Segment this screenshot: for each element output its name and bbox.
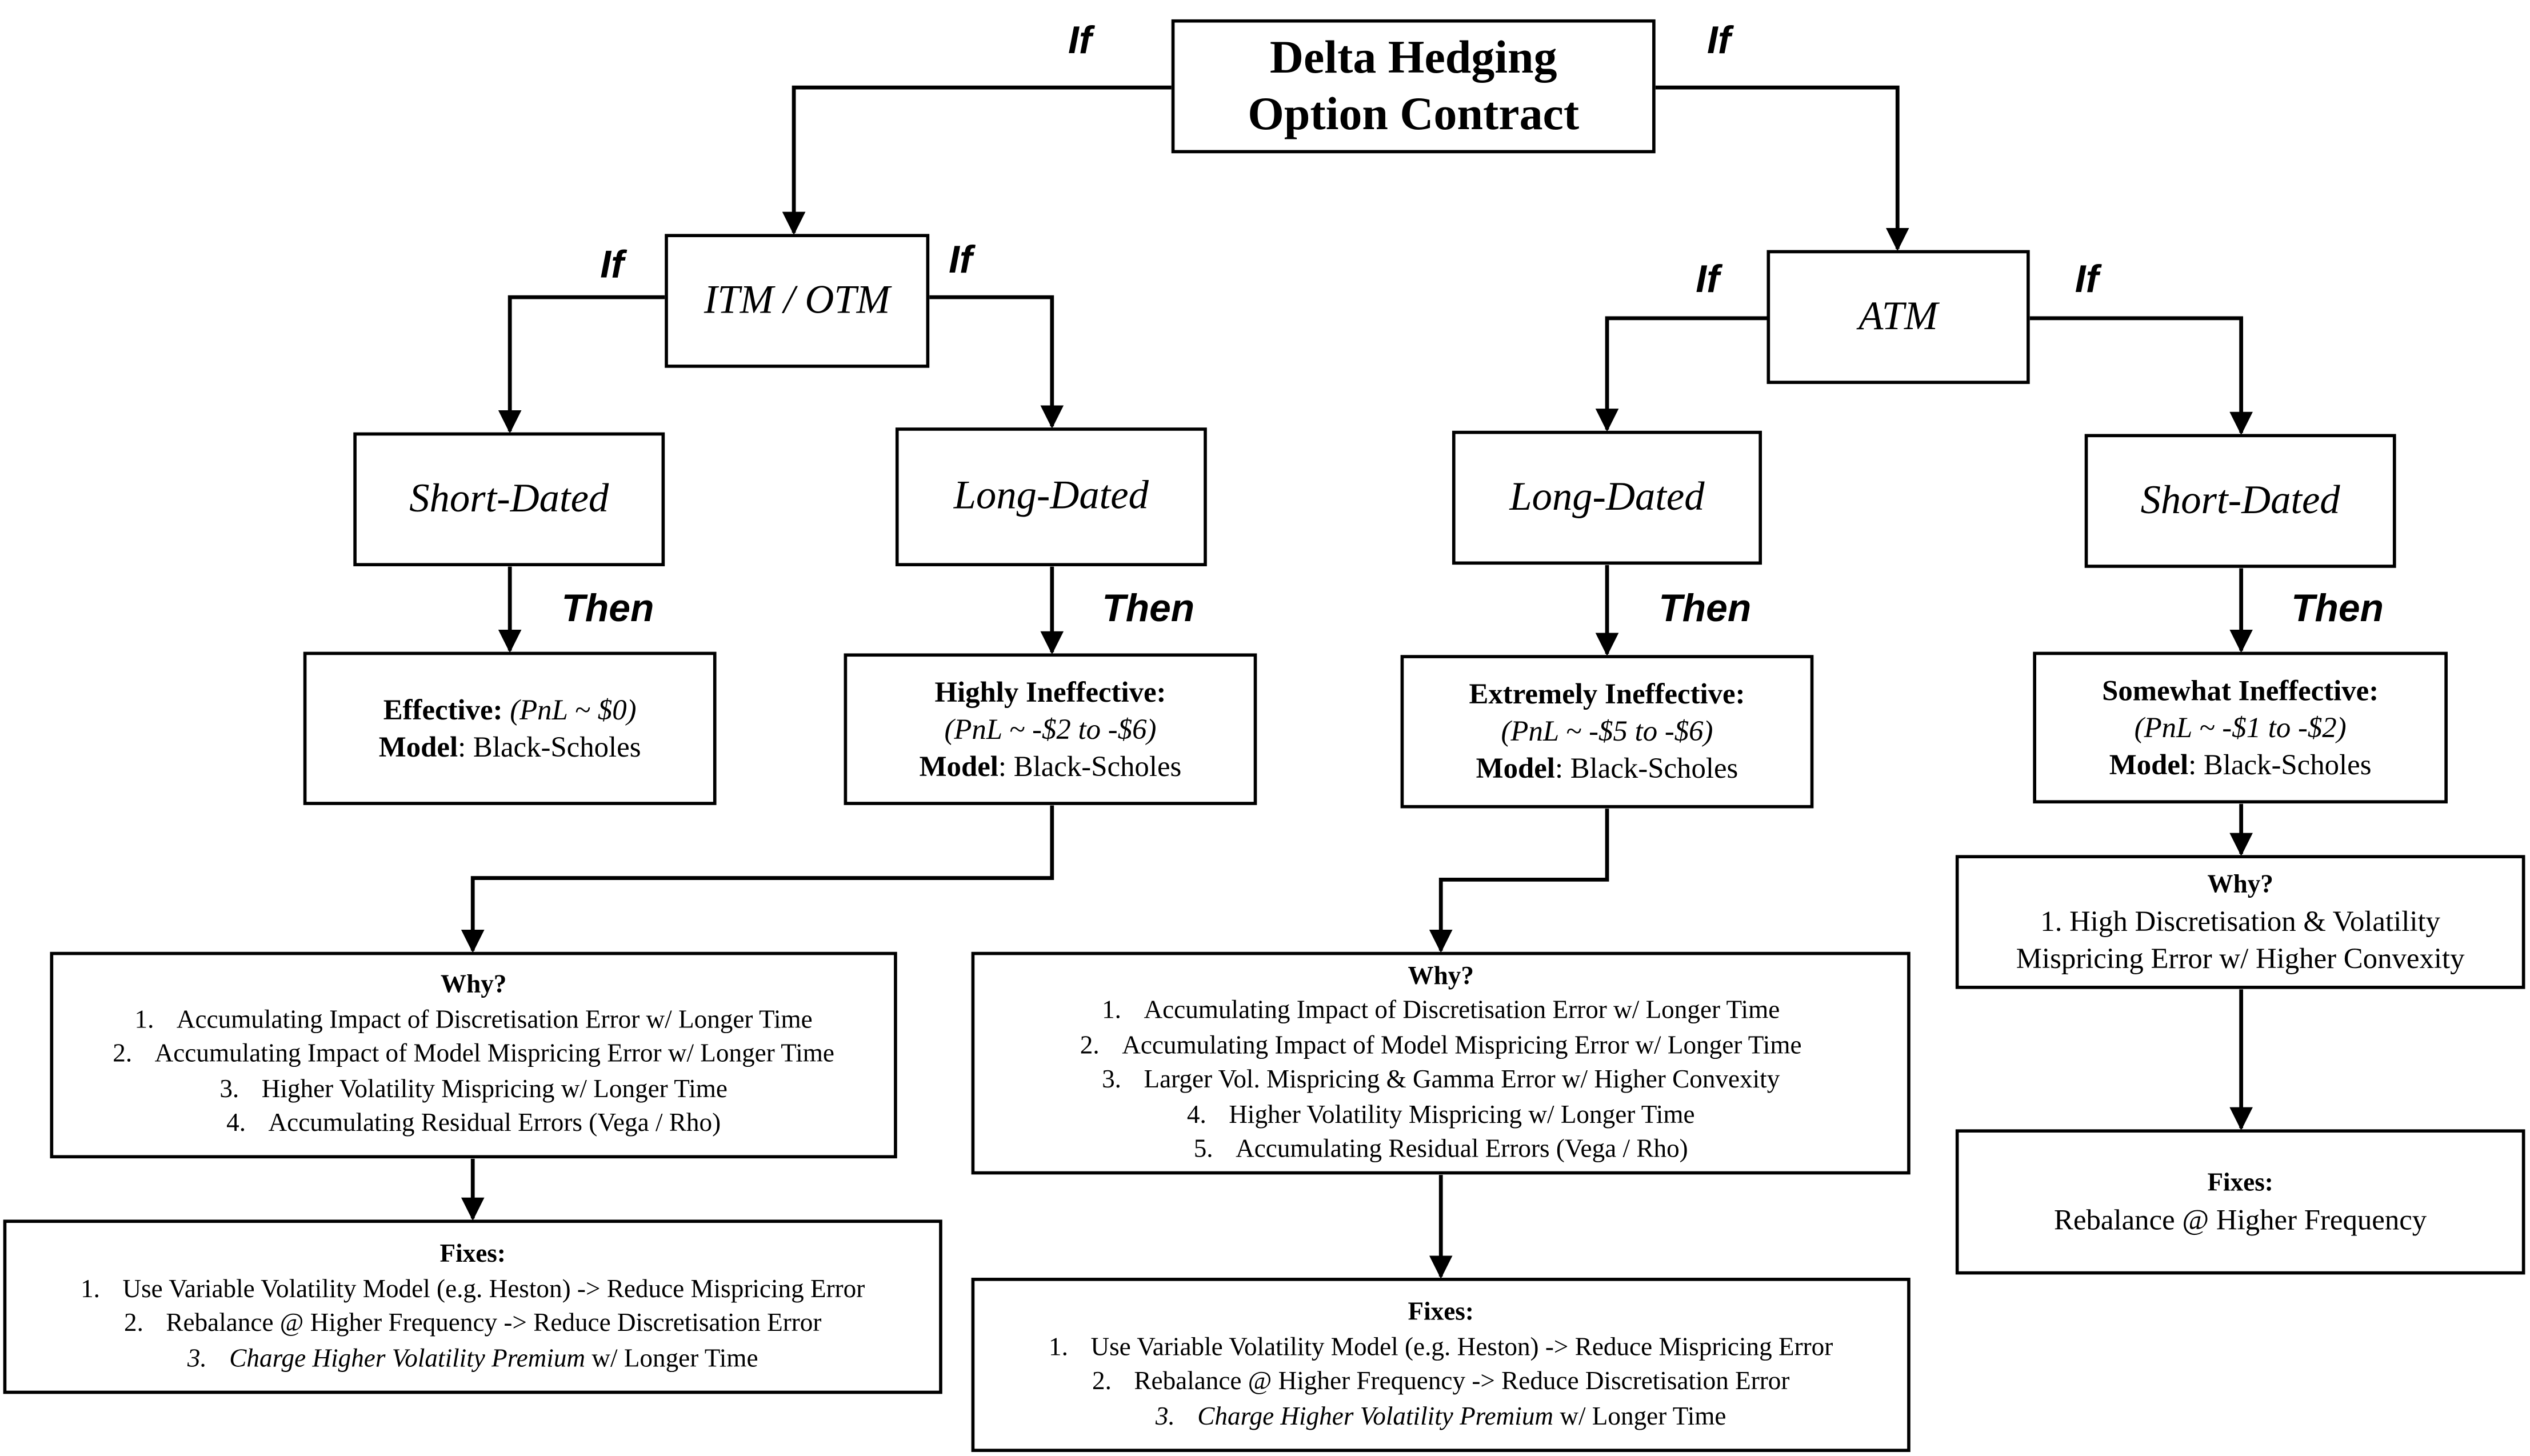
result-verdict: Highly Ineffective: [934,675,1166,708]
fixes-heading: Fixes: [2207,1169,2273,1197]
branch-itm-otm: ITM / OTM [665,234,930,368]
result-model-value: : Black-Scholes [458,730,641,763]
edge-itm-short [498,295,665,434]
fixes-item: 3.Charge Higher Volatility Premium w/ Lo… [1155,1402,1726,1430]
why-heading: Why? [1408,962,1474,990]
fixes-heading: Fixes: [1408,1298,1474,1326]
if-label: If [600,243,624,287]
result-model-label: Model [919,749,998,782]
result-verdict: Effective: [383,693,503,726]
edge-root-itm [782,85,1172,235]
result-atm-long: Extremely Ineffective: (PnL ~ -$5 to -$6… [1400,655,1814,809]
if-label: If [1068,19,1092,63]
leaf-itm-short-dated: Short-Dated [353,432,665,566]
result-model-label: Model [1476,751,1555,785]
if-label: If [2075,258,2099,302]
fixes-item: 2.Rebalance @ Higher Frequency -> Reduce… [1092,1368,1790,1396]
why-item: 1.Accumulating Impact of Discretisation … [134,1006,813,1034]
why-heading: Why? [440,971,507,999]
root-node: Delta Hedging Option Contract [1171,19,1656,154]
why-itm-long: Why? 1.Accumulating Impact of Discretisa… [50,951,897,1159]
if-label: If [1696,258,1720,302]
why-line: 1. High Discretisation & Volatility [2040,905,2440,938]
result-model-value: : Black-Scholes [2188,747,2372,781]
edge-atm-short [2029,316,2253,435]
fixes-item: 1.Use Variable Volatility Model (e.g. He… [81,1275,865,1303]
result-verdict: Extremely Ineffective: [1469,677,1745,710]
why-item: 5.Accumulating Residual Errors (Vega / R… [1193,1135,1688,1163]
leaf-atm-short-dated: Short-Dated [2084,434,2396,568]
result-itm-short: Effective: (PnL ~ $0) Model: Black-Schol… [303,651,717,805]
root-title-line1: Delta Hedging [1269,31,1557,83]
result-pnl: (PnL ~ -$1 to -$2) [2134,710,2347,743]
fixes-line: Rebalance @ Higher Frequency [2054,1203,2427,1236]
leaf-label: Long-Dated [953,474,1149,518]
result-pnl: (PnL ~ -$5 to -$6) [1501,714,1713,747]
edge-itm-long-why [461,805,1054,953]
why-item: 3.Larger Vol. Mispricing & Gamma Error w… [1102,1066,1780,1094]
why-heading: Why? [2207,871,2273,899]
leaf-atm-long-dated: Long-Dated [1452,430,1762,565]
result-model-value: : Black-Scholes [1554,751,1738,785]
result-model-label: Model [378,730,458,763]
result-pnl: (PnL ~ $0) [510,693,637,726]
result-model-label: Model [2109,747,2189,781]
edge-root-atm [1655,85,1909,251]
fixes-itm-long: Fixes: 1.Use Variable Volatility Model (… [3,1219,942,1394]
fixes-item: 2.Rebalance @ Higher Frequency -> Reduce… [123,1310,822,1338]
result-atm-short: Somewhat Ineffective: (PnL ~ -$1 to -$2)… [2033,651,2448,804]
result-verdict: Somewhat Ineffective: [2102,673,2379,706]
then-label: Then [1658,587,1752,631]
leaf-label: Short-Dated [2140,478,2340,522]
fixes-atm-short: Fixes: Rebalance @ Higher Frequency [1955,1129,2525,1275]
edge-atm-long-why [1429,809,1609,953]
leaf-itm-long-dated: Long-Dated [895,427,1207,566]
why-item: 2.Accumulating Impact of Model Mispricin… [113,1041,834,1069]
if-label: If [1707,19,1731,63]
fixes-item: 3.Charge Higher Volatility Premium w/ Lo… [187,1345,758,1373]
then-label: Then [561,587,654,631]
root-title-line2: Option Contract [1248,87,1580,140]
why-item: 3.Higher Volatility Mispricing w/ Longer… [219,1075,728,1103]
then-label: Then [1102,587,1195,631]
edge-atm-long [1595,316,1767,432]
result-model-value: : Black-Scholes [998,749,1182,782]
fixes-atm-long: Fixes: 1.Use Variable Volatility Model (… [971,1278,1911,1452]
branch-itm-otm-label: ITM / OTM [704,278,890,322]
why-item: 4.Higher Volatility Mispricing w/ Longer… [1186,1101,1695,1129]
edge-itm-long [929,295,1064,429]
why-item: 2.Accumulating Impact of Model Mispricin… [1080,1031,1802,1059]
fixes-item: 1.Use Variable Volatility Model (e.g. He… [1049,1333,1833,1361]
why-line: Mispricing Error w/ Higher Convexity [2016,942,2465,975]
then-label: Then [2291,587,2384,631]
fixes-heading: Fixes: [439,1241,506,1269]
result-pnl: (PnL ~ -$2 to -$6) [944,712,1157,745]
why-item: 4.Accumulating Residual Errors (Vega / R… [226,1110,721,1138]
why-atm-short: Why? 1. High Discretisation & Volatility… [1955,855,2525,989]
leaf-label: Short-Dated [409,477,609,521]
why-atm-long: Why? 1.Accumulating Impact of Discretisa… [971,951,1911,1175]
if-label: If [949,238,973,283]
why-item: 1.Accumulating Impact of Discretisation … [1102,997,1780,1025]
branch-atm: ATM [1766,250,2030,384]
leaf-label: Long-Dated [1509,475,1705,519]
result-itm-long: Highly Ineffective: (PnL ~ -$2 to -$6) M… [844,653,1257,805]
branch-atm-label: ATM [1858,294,1938,338]
